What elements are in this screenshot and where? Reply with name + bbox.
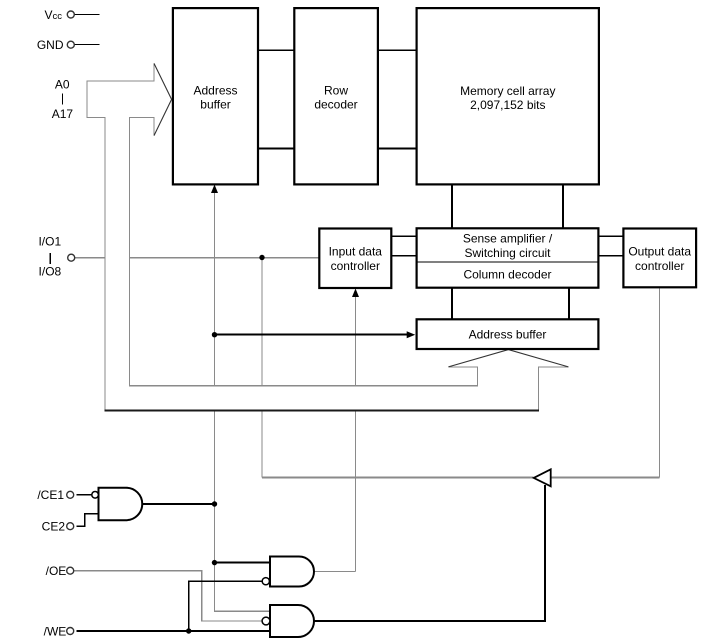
svg-text:buffer: buffer	[200, 98, 230, 112]
svg-text:CE2: CE2	[42, 520, 66, 534]
svg-text:Output data: Output data	[628, 244, 691, 258]
svg-text:decoder: decoder	[314, 98, 357, 112]
svg-text:A0: A0	[55, 77, 70, 91]
svg-text:controller: controller	[635, 259, 684, 273]
svg-text:GND: GND	[37, 38, 64, 52]
svg-text:A17: A17	[52, 107, 74, 121]
svg-text:Address buffer: Address buffer	[469, 328, 547, 342]
svg-text:2,097,152 bits: 2,097,152 bits	[470, 98, 545, 112]
svg-text:Vcc: Vcc	[44, 8, 62, 22]
svg-text:controller: controller	[331, 259, 380, 273]
svg-text:Sense amplifier /: Sense amplifier /	[463, 232, 553, 246]
svg-text:/CE1: /CE1	[37, 488, 64, 502]
svg-text:I/O1: I/O1	[38, 235, 61, 249]
svg-text:I/O8: I/O8	[39, 265, 62, 279]
svg-text:Row: Row	[324, 84, 348, 98]
svg-text:Column decoder: Column decoder	[463, 268, 551, 282]
svg-text:Memory cell array: Memory cell array	[460, 84, 555, 98]
svg-text:Switching circuit: Switching circuit	[464, 246, 551, 260]
svg-text:/OE: /OE	[46, 564, 67, 578]
svg-text:/WE: /WE	[44, 624, 67, 638]
svg-text:Address: Address	[193, 84, 237, 98]
svg-text:Input data: Input data	[329, 244, 383, 258]
